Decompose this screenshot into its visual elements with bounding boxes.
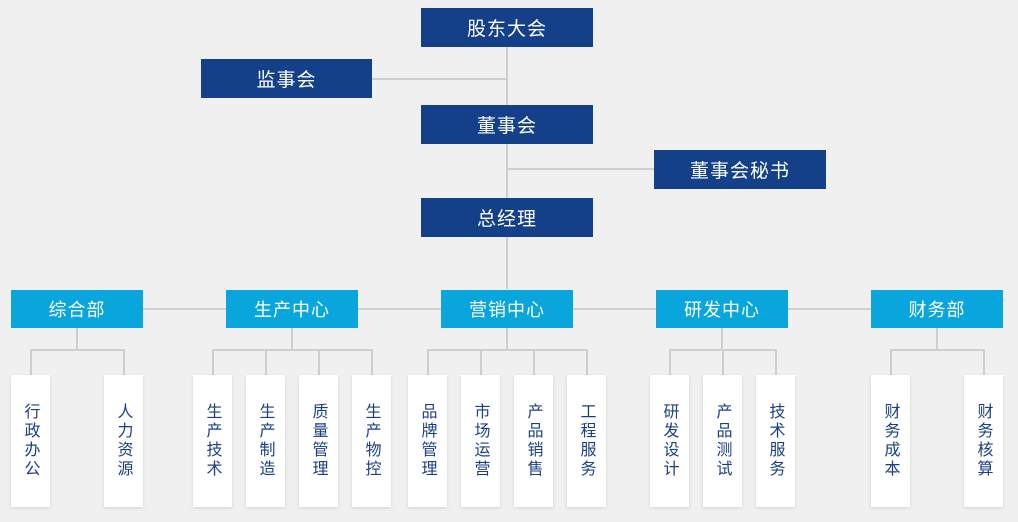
production-leaf-2-label: 生产制造 <box>256 403 276 479</box>
admin-bar-line <box>30 349 125 351</box>
board-box: 董事会 <box>421 105 593 144</box>
rd-leaf-2: 产品测试 <box>703 375 742 507</box>
marketing-leaf-2-label: 市场运营 <box>471 403 491 479</box>
rd-drop-line-2 <box>721 349 724 375</box>
marketing-leaf-2: 市场运营 <box>461 375 500 507</box>
production-drop-line-1 <box>211 349 214 375</box>
rd-leaf-2-label: 产品测试 <box>713 403 733 479</box>
rd-leaf-1: 研发设计 <box>650 375 689 507</box>
marketing-drop-line-1 <box>426 349 429 375</box>
marketing-leaf-4-label: 工程服务 <box>577 403 597 479</box>
finance-leaf-2: 财务核算 <box>964 375 1003 507</box>
rd-leaf-3: 技术服务 <box>756 375 795 507</box>
marketing-drop-line-2 <box>479 349 482 375</box>
admin-drop-line-1 <box>29 349 32 375</box>
marketing-drop-line-3 <box>532 349 535 375</box>
center-marketing: 营销中心 <box>441 290 573 328</box>
production-drop-line-2 <box>264 349 267 375</box>
marketing-drop-line-4 <box>585 349 588 375</box>
marketing-leaf-4: 工程服务 <box>567 375 606 507</box>
production-leaf-1: 生产技术 <box>193 375 232 507</box>
marketing-leaf-3: 产品销售 <box>514 375 553 507</box>
admin-leaf-2-label: 人力资源 <box>114 403 134 479</box>
rd-drop-line-3 <box>774 349 777 375</box>
finance-leaf-1: 财务成本 <box>871 375 910 507</box>
center-admin: 综合部 <box>11 290 143 328</box>
marketing-stem-line <box>506 328 508 349</box>
rd-drop-line-1 <box>668 349 671 375</box>
production-leaf-2: 生产制造 <box>246 375 285 507</box>
marketing-leaf-1-label: 品牌管理 <box>418 403 438 479</box>
shareholders-box: 股东大会 <box>421 8 593 47</box>
admin-leaf-1: 行政办公 <box>11 375 50 507</box>
finance-stem-line <box>936 328 938 349</box>
admin-stem-line <box>76 328 78 349</box>
gm-box: 总经理 <box>421 198 593 237</box>
rd-stem-line <box>721 328 723 349</box>
secretary-box: 董事会秘书 <box>654 150 826 189</box>
production-leaf-3-label: 质量管理 <box>309 403 329 479</box>
production-drop-line-3 <box>317 349 320 375</box>
admin-drop-line-2 <box>122 349 125 375</box>
production-leaf-4: 生产物控 <box>352 375 391 507</box>
secretary-connector <box>506 168 654 170</box>
production-leaf-4-label: 生产物控 <box>362 403 382 479</box>
production-bar-line <box>212 349 373 351</box>
finance-drop-line-2 <box>982 349 985 375</box>
finance-leaf-2-label: 财务核算 <box>974 403 994 479</box>
supervisors-box: 监事会 <box>201 59 372 98</box>
marketing-leaf-3-label: 产品销售 <box>524 403 544 479</box>
finance-bar-line <box>890 349 985 351</box>
center-production: 生产中心 <box>226 290 358 328</box>
rd-leaf-1-label: 研发设计 <box>660 403 680 479</box>
admin-leaf-1-label: 行政办公 <box>21 403 41 479</box>
production-leaf-1-label: 生产技术 <box>203 403 223 479</box>
marketing-leaf-1: 品牌管理 <box>408 375 447 507</box>
center-finance: 财务部 <box>871 290 1003 328</box>
marketing-bar-line <box>427 349 588 351</box>
production-leaf-3: 质量管理 <box>299 375 338 507</box>
finance-leaf-1-label: 财务成本 <box>881 403 901 479</box>
rd-leaf-3-label: 技术服务 <box>766 403 786 479</box>
production-drop-line-4 <box>370 349 373 375</box>
supervisors-connector <box>372 78 508 80</box>
finance-drop-line-1 <box>889 349 892 375</box>
production-stem-line <box>291 328 293 349</box>
center-rd: 研发中心 <box>656 290 788 328</box>
admin-leaf-2: 人力资源 <box>104 375 143 507</box>
